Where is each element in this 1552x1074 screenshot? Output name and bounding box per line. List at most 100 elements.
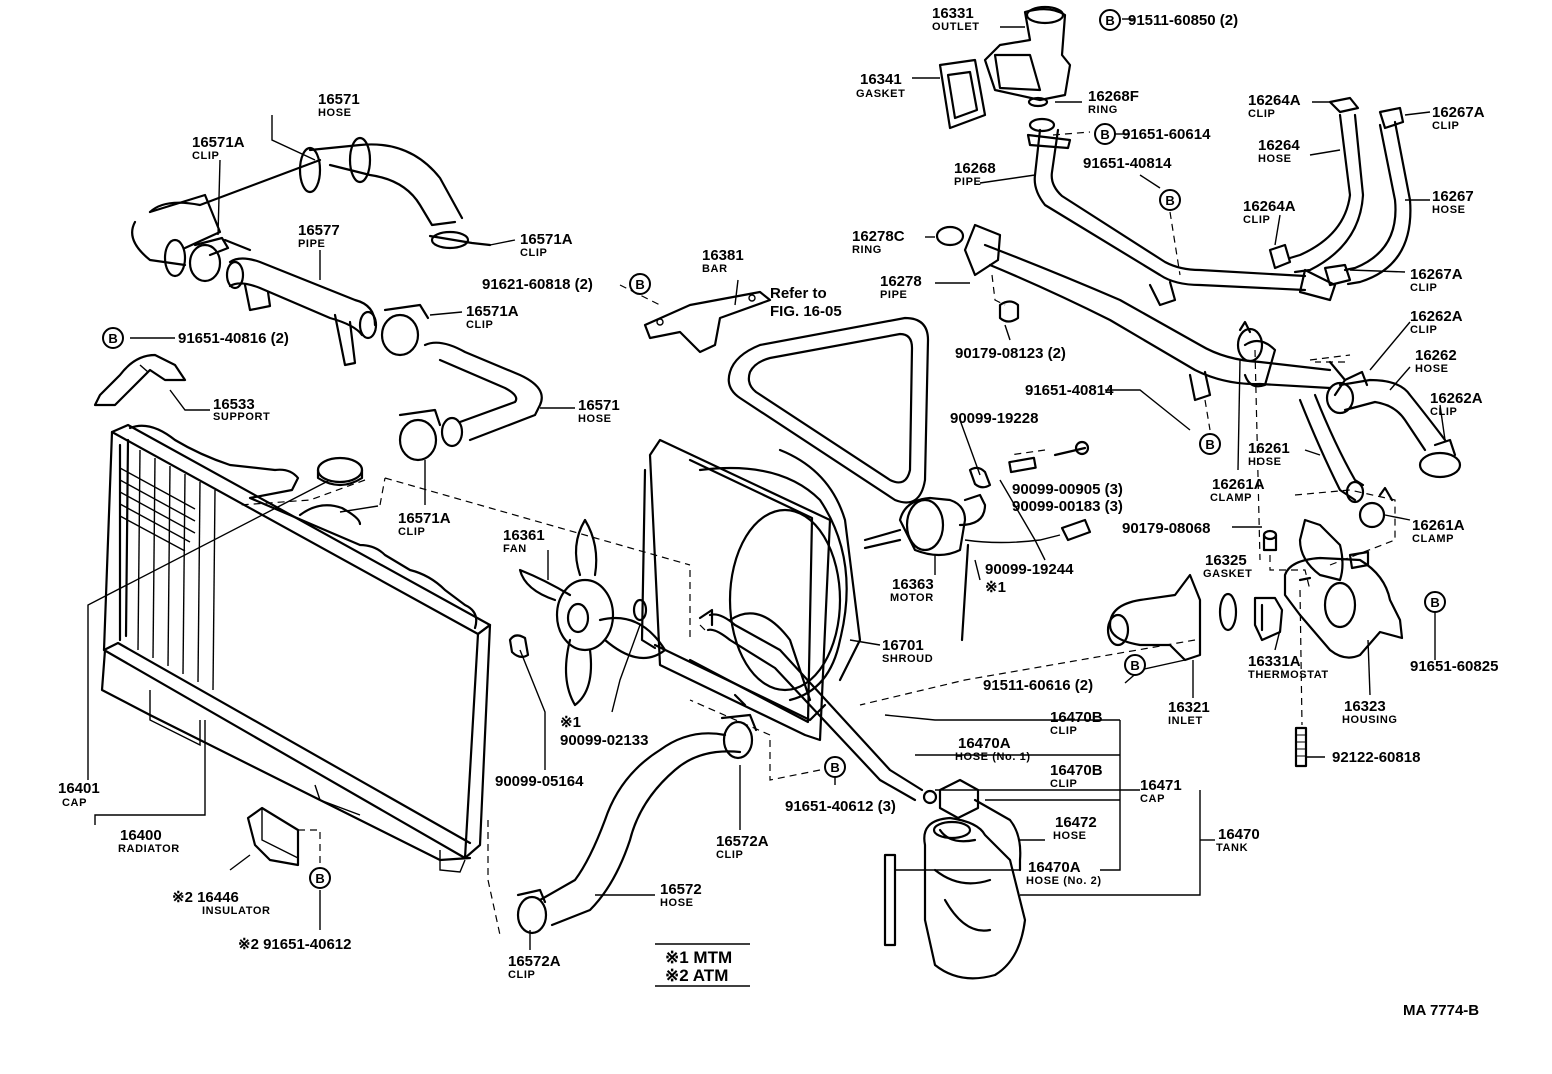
- svg-text:HOSE: HOSE: [1432, 204, 1466, 216]
- svg-text:16472: 16472: [1055, 814, 1097, 831]
- bolt-marker-b: [309, 867, 331, 889]
- svg-text:16261A: 16261A: [1212, 476, 1265, 493]
- bolt-marker-b: [1124, 654, 1146, 676]
- svg-text:CLAMP: CLAMP: [1210, 492, 1252, 504]
- svg-text:16571: 16571: [318, 91, 360, 108]
- label-b-ring: 91651-60614: [1122, 126, 1211, 143]
- svg-text:CAP: CAP: [1140, 793, 1165, 805]
- label-stud-60818: 92122-60818: [1332, 749, 1420, 766]
- legend: ※1 MTM ※2 ATM: [655, 943, 750, 987]
- svg-text:PIPE: PIPE: [954, 176, 981, 188]
- reserve-tank-drawing: [698, 608, 1027, 980]
- svg-text:CAP: CAP: [62, 797, 87, 809]
- lower-hose-drawing: [516, 713, 758, 935]
- bolt-markers: [102, 9, 1446, 889]
- leader-lines: [87, 18, 1446, 950]
- label-refer-2: FIG. 16-05: [770, 303, 842, 320]
- svg-text:HOSE (No. 2): HOSE (No. 2): [1026, 875, 1102, 887]
- svg-text:CLIP: CLIP: [508, 969, 535, 981]
- bolt-marker-b: [629, 273, 651, 295]
- svg-text:HOUSING: HOUSING: [1342, 714, 1398, 726]
- label-refer-1: Refer to: [770, 285, 827, 302]
- svg-text:16701: 16701: [882, 637, 924, 654]
- svg-text:16381: 16381: [702, 247, 744, 264]
- svg-text:OUTLET: OUTLET: [932, 21, 980, 33]
- svg-text:16262: 16262: [1415, 347, 1457, 364]
- hose-16571-mid-drawing: [423, 341, 543, 448]
- pipe-16577-drawing: [225, 257, 378, 367]
- svg-text:16572: 16572: [660, 881, 702, 898]
- label-mark-motor: ※1: [985, 579, 1006, 596]
- svg-text:CLIP: CLIP: [1248, 108, 1275, 120]
- svg-text:GASKET: GASKET: [1203, 568, 1252, 580]
- svg-text:RING: RING: [852, 244, 882, 256]
- svg-text:SUPPORT: SUPPORT: [213, 411, 270, 423]
- svg-text:16571: 16571: [578, 397, 620, 414]
- fan-motor-drawing: [863, 440, 1092, 642]
- label-b-60825: 91651-60825: [1410, 658, 1498, 675]
- svg-text:16323: 16323: [1344, 698, 1386, 715]
- svg-text:90099-19228: 90099-19228: [950, 410, 1038, 427]
- hose-16261-drawing: [1236, 327, 1394, 529]
- svg-text:CLIP: CLIP: [1410, 282, 1437, 294]
- svg-text:CLIP: CLIP: [398, 526, 425, 538]
- legend-atm: ※2 ATM: [665, 966, 728, 985]
- label-conn-19244: 90099-19244: [985, 561, 1074, 578]
- svg-text:16470B: 16470B: [1050, 709, 1103, 726]
- pipe-16268-drawing: [1026, 117, 1337, 307]
- svg-text:16471: 16471: [1140, 777, 1182, 794]
- svg-text:HOSE: HOSE: [1415, 363, 1449, 375]
- svg-text:16470B: 16470B: [1050, 762, 1103, 779]
- svg-text:16400: 16400: [120, 827, 162, 844]
- part-drawings: [93, 5, 1462, 980]
- svg-text:BAR: BAR: [702, 263, 728, 275]
- svg-text:GASKET: GASKET: [856, 88, 905, 100]
- svg-text:16267: 16267: [1432, 188, 1474, 205]
- bolt-marker-b: [1099, 9, 1121, 31]
- svg-text:16571A: 16571A: [398, 510, 451, 527]
- svg-text:CLIP: CLIP: [1410, 324, 1437, 336]
- svg-text:16325: 16325: [1205, 552, 1247, 569]
- svg-text:HOSE (No. 1): HOSE (No. 1): [955, 751, 1031, 763]
- svg-text:16341: 16341: [860, 71, 902, 88]
- bolt-marker-b: [102, 327, 124, 349]
- svg-text:16572A: 16572A: [716, 833, 769, 850]
- radiator-cap-drawing: [316, 456, 364, 487]
- upper-hose-drawing: [131, 136, 464, 278]
- svg-text:16331: 16331: [932, 5, 974, 22]
- svg-text:RADIATOR: RADIATOR: [118, 843, 180, 855]
- svg-text:CLAMP: CLAMP: [1412, 533, 1454, 545]
- fan-belt-drawing: [727, 316, 930, 504]
- label-b-top: 91511-60850 (2): [1128, 12, 1238, 29]
- label-pin-19228: 90099-19228: [950, 410, 1038, 427]
- hose-16262-drawing: [1325, 370, 1462, 479]
- svg-text:16264A: 16264A: [1248, 92, 1301, 109]
- svg-text:HOSE: HOSE: [1258, 153, 1292, 165]
- support-drawing: [93, 353, 187, 407]
- svg-text:16401: 16401: [58, 780, 100, 797]
- svg-text:MOTOR: MOTOR: [890, 592, 934, 604]
- svg-text:SHROUD: SHROUD: [882, 653, 933, 665]
- svg-text:CLIP: CLIP: [1050, 778, 1077, 790]
- bolt-marker-b: [1199, 433, 1221, 455]
- radiator-drawing: [100, 423, 492, 873]
